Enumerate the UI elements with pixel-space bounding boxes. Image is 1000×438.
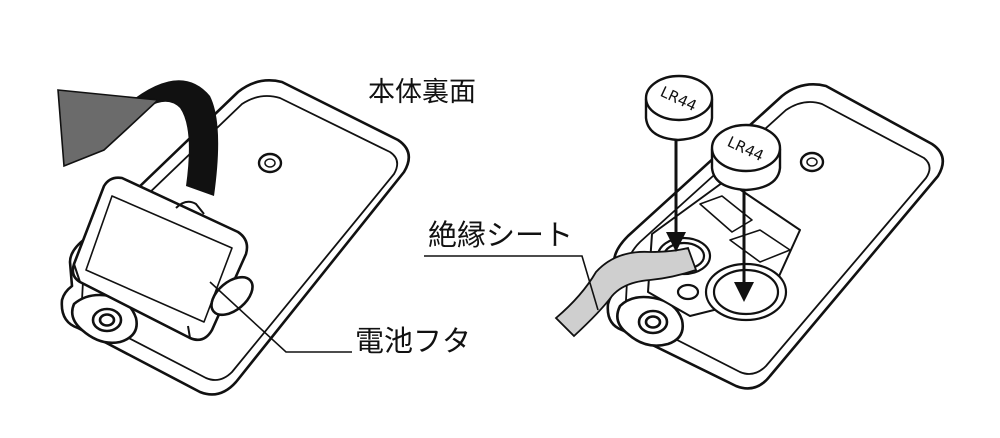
body-back-label: 本体裏面 [368,77,476,108]
insulation-sheet-label: 絶縁シート [428,218,574,252]
insert-arrows [666,130,754,302]
insulation-sheet-strip [554,246,698,338]
open-direction-arrow-head [57,89,160,168]
battery-2 [710,123,782,192]
battery-lid-label: 電池フタ [355,324,472,358]
lid-leader-line [209,281,352,353]
battery-lid-shape [71,176,254,342]
sheet-leader-line [424,255,599,311]
battery-1 [644,74,714,142]
